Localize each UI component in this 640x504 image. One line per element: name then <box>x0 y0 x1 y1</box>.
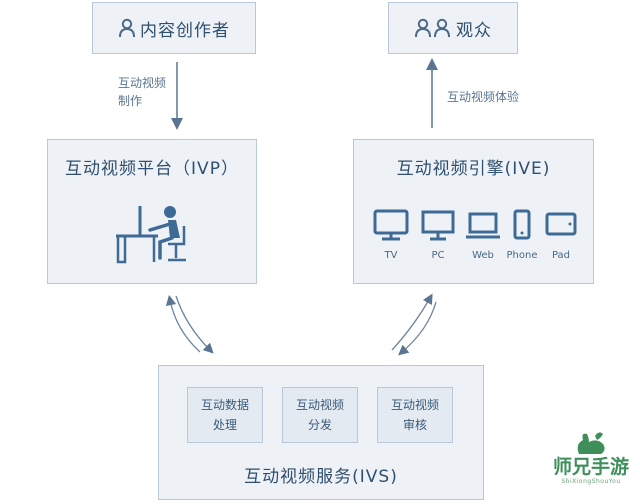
person-at-desk-icon <box>116 206 186 264</box>
node-platform-label: 互动视频平台（IVP） <box>65 159 239 179</box>
node-engine: 互动视频引擎(IVE) <box>353 139 594 284</box>
service-module-label: 互动视频分发 <box>295 398 344 432</box>
tablet-icon <box>545 212 577 236</box>
arrow-service-to-engine <box>391 293 433 351</box>
node-service-label: 互动视频服务(IVS) <box>244 467 398 487</box>
two-persons-icon <box>415 18 450 38</box>
node-platform: 互动视频平台（IVP） <box>47 139 257 284</box>
edge-label-engine-to-audience: 互动视频体验 <box>447 90 520 104</box>
watermark-text: 师兄手游 <box>552 456 629 478</box>
service-module-review: 互动视频审核 <box>377 387 453 443</box>
watermark-subtext: ShiXiongShouYou <box>561 478 621 485</box>
service-module-distribution: 互动视频分发 <box>282 387 358 443</box>
device-tv-label: TV <box>384 250 398 261</box>
monitor-icon <box>421 210 455 241</box>
node-engine-label: 互动视频引擎(IVE) <box>396 159 551 179</box>
edge-label-creator-to-platform: 互动视频制作 <box>118 76 167 108</box>
person-icon <box>119 18 135 38</box>
arrow-service-to-platform <box>165 294 201 353</box>
device-phone-label: Phone <box>506 250 538 261</box>
service-module-data-processing: 互动数据处理 <box>187 387 263 443</box>
device-web: Web <box>462 208 504 261</box>
device-pc-label: PC <box>431 250 445 261</box>
node-creator-label: 内容创作者 <box>140 20 230 41</box>
device-pad-label: Pad <box>551 250 571 261</box>
watermark-logo: 师兄手游 ShiXiongShouYou <box>548 430 634 500</box>
device-pad: Pad <box>541 208 581 261</box>
service-module-label: 互动数据处理 <box>200 398 249 432</box>
tv-icon <box>373 209 409 241</box>
node-audience: 观众 <box>388 2 518 54</box>
phone-icon <box>513 209 531 240</box>
device-tv: TV <box>370 208 412 261</box>
laptop-icon <box>466 212 500 239</box>
node-audience-label: 观众 <box>456 20 492 41</box>
device-pc: PC <box>417 208 459 261</box>
node-creator: 内容创作者 <box>92 2 256 54</box>
device-phone: Phone <box>501 208 543 261</box>
arrow-platform-to-service <box>175 295 214 354</box>
service-module-label: 互动视频审核 <box>390 398 439 432</box>
arrow-engine-to-service <box>398 301 437 356</box>
rabbit-logo-icon <box>577 432 605 454</box>
device-web-label: Web <box>472 250 494 261</box>
